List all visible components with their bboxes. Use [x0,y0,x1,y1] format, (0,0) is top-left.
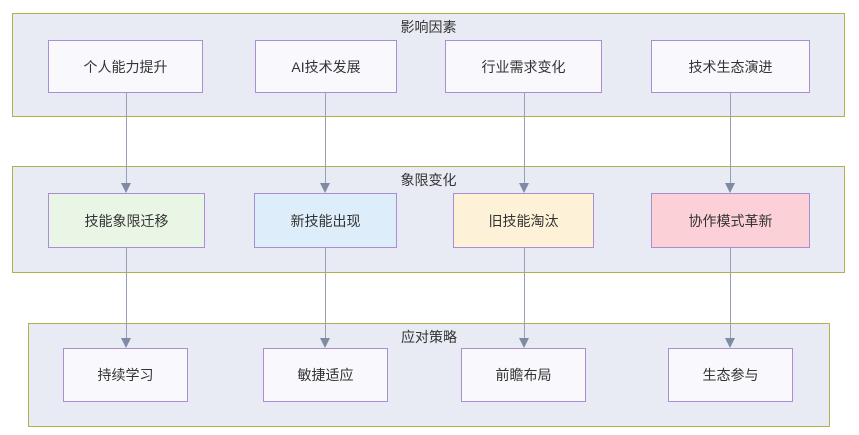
band-title-influence-factors: 影响因素 [400,19,457,35]
arrow-line [730,248,731,340]
node-personal-ability: 个人能力提升 [48,40,203,93]
arrow-line [730,93,731,185]
node-collaboration-revolution: 协作模式革新 [651,193,810,248]
node-old-skills-obsolete: 旧技能淘汰 [453,193,594,248]
arrow-line [126,248,127,340]
arrow-head-icon [725,338,735,348]
band-title-quadrant-changes: 象限变化 [400,172,457,188]
arrow-line [325,248,326,340]
node-forward-planning: 前瞻布局 [461,348,586,402]
node-continuous-learning: 持续学习 [63,348,188,402]
arrow-line [524,248,525,340]
arrow-head-icon [320,338,330,348]
arrow-head-icon [519,338,529,348]
node-new-skills-emerge: 新技能出现 [254,193,397,248]
node-agile-adaptation: 敏捷适应 [263,348,388,402]
node-tech-ecosystem: 技术生态演进 [651,40,810,93]
band-title-response-strategies: 应对策略 [401,329,457,345]
node-ai-technology: AI技术发展 [255,40,397,93]
node-skill-quadrant-shift: 技能象限迁移 [48,193,205,248]
arrow-line [524,93,525,185]
node-ecosystem-participation: 生态参与 [668,348,793,402]
arrow-line [325,93,326,185]
arrow-head-icon [320,183,330,193]
arrow-head-icon [121,183,131,193]
arrow-head-icon [725,183,735,193]
arrow-head-icon [519,183,529,193]
arrow-line [126,93,127,185]
node-industry-demand: 行业需求变化 [445,40,602,93]
arrow-head-icon [121,338,131,348]
